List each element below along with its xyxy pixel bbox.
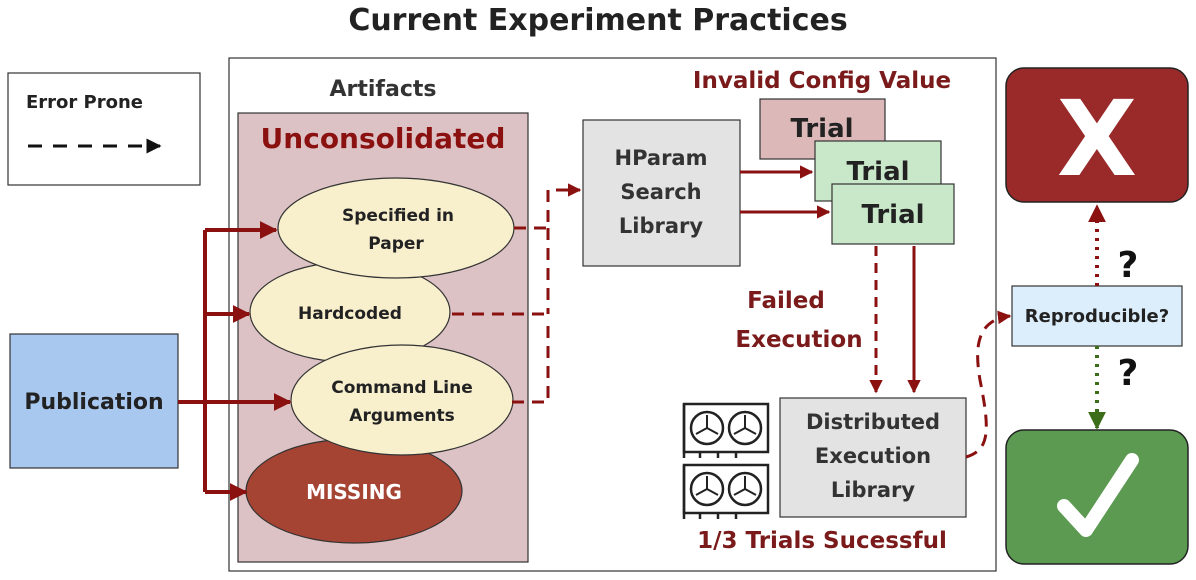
- failed-execution-line2: Execution: [735, 327, 862, 353]
- distributed-to-reproducible-arrow: [965, 310, 1012, 459]
- artifact-specified-line2: Paper: [368, 234, 424, 254]
- trial-middle-label: Trial: [846, 157, 909, 187]
- legend: Error Prone: [7, 72, 201, 186]
- question-mark-upper: ?: [1118, 245, 1139, 286]
- reproducible-box: Reproducible?: [1011, 285, 1183, 347]
- hparam-line2: Search: [620, 180, 701, 204]
- unconsolidated-label: Unconsolidated: [261, 122, 506, 155]
- invalid-config-label: Invalid Config Value: [693, 68, 951, 94]
- failed-execution-line1: Failed: [747, 288, 825, 314]
- artifact-command-line-arguments: Command Line Arguments: [290, 344, 514, 456]
- publication-arrows: [178, 221, 292, 501]
- artifact-cli-line2: Arguments: [349, 406, 454, 426]
- gpu-icon: [682, 463, 770, 519]
- artifact-cli-line1: Command Line: [331, 378, 473, 398]
- distributed-execution-library: Distributed Execution Library: [779, 397, 967, 518]
- artifact-specified-line1: Specified in: [342, 206, 454, 226]
- trials-successful-label: 1/3 Trials Sucessful: [697, 528, 947, 554]
- distributed-line2: Execution: [815, 444, 931, 468]
- artifact-specified-in-paper: Specified in Paper: [277, 177, 515, 279]
- diagram-title: Current Experiment Practices: [348, 3, 847, 38]
- fail-x-icon: X: [1057, 78, 1137, 200]
- artifact-missing: MISSING: [245, 438, 463, 544]
- hparam-line3: Library: [619, 214, 703, 238]
- trial-invalid-label: Trial: [790, 114, 853, 144]
- reproducible-label: Reproducible?: [1025, 306, 1169, 327]
- fail-outcome-box: X: [1005, 67, 1189, 203]
- publication-label: Publication: [24, 390, 163, 415]
- artifacts-to-hparam-arrows: [452, 183, 582, 404]
- hparam-line1: HParam: [615, 146, 708, 170]
- distributed-line3: Library: [831, 478, 915, 502]
- publication-box: Publication: [9, 333, 179, 469]
- question-mark-lower: ?: [1118, 353, 1139, 394]
- artifact-hardcoded: Hardcoded: [249, 261, 451, 363]
- legend-label: Error Prone: [26, 92, 143, 113]
- artifact-missing-label: MISSING: [306, 480, 402, 504]
- hparam-search-library: HParam Search Library: [582, 119, 741, 267]
- trial-front: Trial: [831, 183, 955, 245]
- gpu-icon: [682, 402, 770, 458]
- trial-front-label: Trial: [861, 200, 924, 230]
- success-outcome-box: [1005, 429, 1189, 565]
- artifacts-heading: Artifacts: [329, 77, 436, 102]
- distributed-line1: Distributed: [806, 410, 940, 434]
- hparam-to-trials-arrows: [740, 165, 831, 219]
- success-check-icon: [1057, 453, 1139, 537]
- artifact-hardcoded-label: Hardcoded: [298, 304, 402, 324]
